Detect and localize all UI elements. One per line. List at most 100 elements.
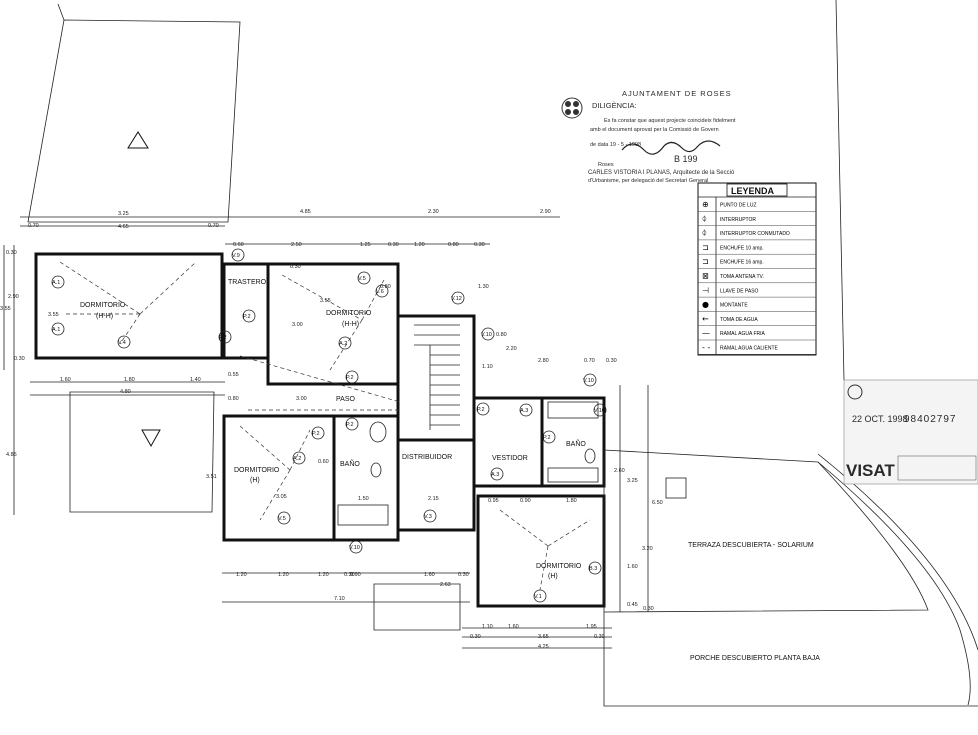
- dim-mid1-0: 1.60: [60, 377, 71, 383]
- dim-bot4-0: 1.10: [482, 624, 493, 630]
- dim-b2-w: 3.55: [320, 298, 331, 304]
- terrace: TERRAZA DESCUBIERTA - SOLARIUM PORCHE DE…: [603, 449, 978, 707]
- tag-v10: V.10: [349, 545, 360, 551]
- legend-title: LEYENDA: [731, 186, 775, 196]
- dim-mid2: 4.80: [120, 389, 131, 395]
- dim-row3-3: 0.30: [388, 242, 399, 248]
- dim-r1-3: 2.20: [506, 346, 517, 352]
- bedroom-3: DORMITORIO (H) A.2 P.2 V.5 3.05 3.51: [206, 414, 336, 542]
- lower-parcel: 1.60 1.80 1.40 4.80: [30, 377, 225, 513]
- legend-item-label: TOMA DE AGUA: [720, 317, 758, 323]
- dim-bot2: 7.10: [334, 596, 345, 602]
- dim-bot1-2: 1.20: [318, 572, 329, 578]
- bed-symbol-1: (H-H): [96, 313, 113, 320]
- dim-bot1-1: 1.20: [278, 572, 289, 578]
- legend-symbol-icon: ●: [702, 300, 709, 309]
- dim-row3-4: 1.20: [414, 242, 425, 248]
- legend-symbol-icon: ←: [702, 314, 709, 323]
- tag-p2-bath: P.2: [346, 422, 354, 428]
- tag-v3: V.3: [424, 514, 432, 520]
- vestidor: VESTIDOR P.2 A.3 A.3 0.95 0.90: [472, 396, 544, 504]
- stamp-line5: B 199: [674, 154, 698, 164]
- tag-p2-b3: P.2: [312, 431, 320, 437]
- visat-date: 22 OCT. 1998: [852, 414, 908, 424]
- legend-item-label: ENCHUFE 16 amp.: [720, 260, 764, 266]
- legend-symbol-icon: —: [702, 329, 710, 338]
- bottom-dimensions: 1.20 1.20 1.20 0.30 0.90 1.60 0.30 7.10 …: [222, 572, 612, 650]
- dim-left-0: 0.30: [6, 250, 17, 256]
- stamp-line3: de data 19 - 5 - 1998: [590, 142, 641, 148]
- dim-bot3: 2.63: [440, 582, 451, 588]
- tag-a1-top: A.1: [52, 280, 60, 286]
- dim-left-4: 4.85: [6, 452, 17, 458]
- dim-right-2: 6.50: [652, 500, 663, 506]
- dim-r1-4: 2.80: [538, 358, 549, 364]
- dim-bot1-6: 0.30: [458, 572, 469, 578]
- dim-bot1-5: 1.60: [424, 572, 435, 578]
- dim-left-1: 2.90: [8, 294, 19, 300]
- dim-right-1: 3.25: [627, 478, 638, 484]
- dim-top-1: 4.85: [300, 209, 311, 215]
- room-label-terraza: TERRAZA DESCUBIERTA - SOLARIUM: [688, 542, 814, 549]
- tag-a2-b2: A.2: [339, 341, 347, 347]
- dim-top2-0: 0.70: [28, 223, 39, 229]
- legend-item-label: MONTANTE: [720, 303, 748, 309]
- tag-p2-bath2: P.2: [543, 435, 551, 441]
- dim-bot4-2: 1.95: [586, 624, 597, 630]
- dim-misc-bed1: 3.55: [48, 312, 59, 318]
- dim-bot5-0: 0.30: [470, 634, 481, 640]
- legend-symbol-icon: ⊣: [702, 286, 709, 295]
- parcel-outline: [27, 0, 845, 381]
- legend-symbol-icon: ⊐: [702, 243, 709, 252]
- legend-item-label: TOMA ANTENA TV.: [720, 274, 764, 280]
- tag-p2-door: P.2: [219, 335, 227, 341]
- dim-r1-5: 0.70: [584, 358, 595, 364]
- triangle-up-icon: [127, 131, 149, 149]
- tag-v5-bottom: V.5: [278, 516, 286, 522]
- legend-symbol-icon: ⊠: [702, 272, 709, 281]
- dim-b2-h: 3.00: [292, 322, 303, 328]
- coat-of-arms-icon: [561, 97, 583, 119]
- legend-item-label: ENCHUFE 10 amp.: [720, 245, 764, 251]
- legend-symbol-icon: - -: [702, 343, 710, 352]
- dim-top-3: 2.90: [540, 209, 551, 215]
- stamp-line1: Es fa constar que aquest projecte coinci…: [604, 118, 736, 124]
- staircase: V.12 V.10: [396, 291, 495, 442]
- dim-mid3-0: 0.55: [228, 372, 239, 378]
- dim-r1-0: 1.30: [478, 284, 489, 290]
- room-label-dormitorio-2: DORMITORIO: [326, 310, 372, 317]
- dim-right-3: 3.20: [642, 546, 653, 552]
- room-label-bano-2: BAÑO: [566, 439, 586, 448]
- dim-bath-5: 1.80: [566, 498, 577, 504]
- legend-symbol-icon: ⊕: [702, 200, 709, 209]
- bedroom-1: DORMITORIO (H-H) A.1 A.1 V.4 3.55: [34, 252, 224, 360]
- tag-p2-vest: P.2: [477, 407, 485, 413]
- dim-bot1-0: 1.20: [236, 572, 247, 578]
- bathroom-1: BAÑO P.2 V.10 0.60 1.50: [318, 414, 400, 554]
- tag-v12: V.12: [451, 296, 462, 302]
- tag-a3-vest: A.3: [491, 472, 499, 478]
- legend-item-label: RAMAL AGUA CALIENTE: [720, 346, 779, 352]
- dim-bot5-1: 3.65: [538, 634, 549, 640]
- dim-bath-1: 1.50: [358, 496, 369, 502]
- legend-item-label: PUNTO DE LUZ: [720, 203, 757, 209]
- dim-r1-2: 1.10: [482, 364, 493, 370]
- tag-v11: V.10: [481, 332, 492, 338]
- tag-v10c: V.10: [583, 378, 594, 384]
- dim-right-4: 1.60: [627, 564, 638, 570]
- bathroom-2: BAÑO P.2 1.80: [540, 396, 606, 504]
- dim-right-0: 2.60: [614, 468, 625, 474]
- room-label-dormitorio-3: DORMITORIO: [234, 467, 280, 474]
- dim-bot1-4: 0.90: [350, 572, 361, 578]
- handwritten-signature: [621, 140, 721, 155]
- dim-top-0: 3.25: [118, 211, 129, 217]
- dim-b2-top: 0.30: [290, 264, 301, 270]
- dim-r1-6: 0.30: [606, 358, 617, 364]
- stamp-line2: amb el document aprovat per la Comissió …: [590, 127, 719, 133]
- dim-left-3: 0.30: [14, 356, 25, 362]
- dim-b3-w: 3.05: [276, 494, 287, 500]
- bedroom-2: TRASTERO DORMITORIO (H-H) V.5 V.6 A.2 P.…: [218, 248, 400, 386]
- legend-symbol-icon: ᛰ: [702, 214, 707, 223]
- dim-left-2: 3.55: [0, 306, 11, 312]
- dim-bath-3: 0.95: [488, 498, 499, 504]
